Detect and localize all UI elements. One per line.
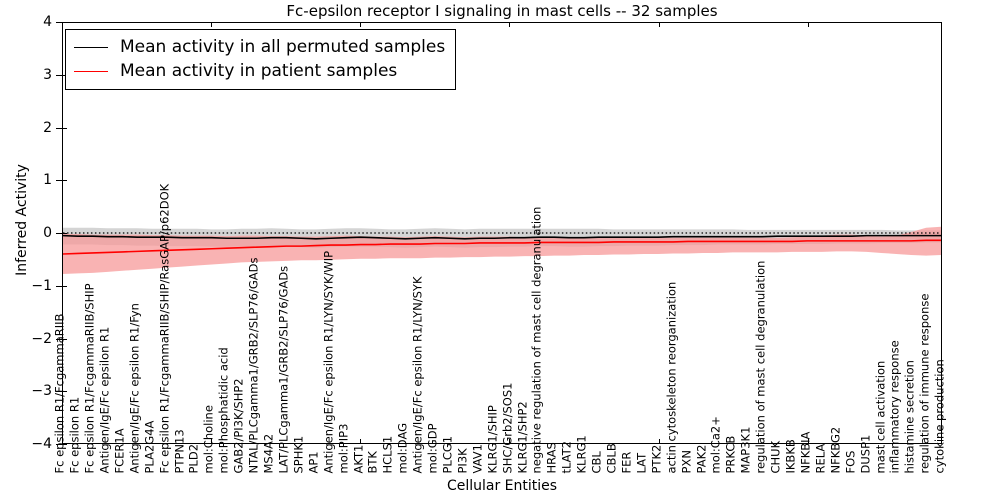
x-tick-label: CBLB xyxy=(604,442,619,473)
x-tick-label: AP1 xyxy=(306,450,321,473)
y-tick-mark xyxy=(56,233,62,234)
x-tick-mark xyxy=(807,22,809,27)
chart-legend: Mean activity in all permuted samples Me… xyxy=(65,29,457,90)
y-tick-mark-inner xyxy=(62,180,67,182)
y-tick-mark xyxy=(56,444,62,445)
y-axis-label: Inferred Activity xyxy=(14,164,30,276)
series-line xyxy=(63,234,941,240)
x-tick-label: VAV1 xyxy=(470,443,485,473)
series-line xyxy=(63,239,941,255)
y-tick-label: 2 xyxy=(43,119,52,136)
x-tick-label: FER xyxy=(619,451,634,473)
legend-label-permuted: Mean activity in all permuted samples xyxy=(120,37,446,57)
y-tick-label: 0 xyxy=(43,225,52,241)
x-tick-mark xyxy=(509,439,511,444)
y-tick-label: −3 xyxy=(31,383,52,400)
y-tick-mark xyxy=(56,127,62,129)
y-tick-mark-inner xyxy=(62,22,67,23)
x-tick-mark xyxy=(509,22,511,27)
x-tick-mark xyxy=(658,439,660,444)
x-tick-mark xyxy=(807,439,809,444)
y-tick-mark-inner xyxy=(62,285,67,287)
y-tick-mark xyxy=(56,22,62,23)
x-tick-label: LAT xyxy=(634,452,649,473)
y-tick-mark xyxy=(56,338,62,340)
legend-swatch-permuted xyxy=(74,46,108,48)
x-tick-mark xyxy=(658,22,660,27)
x-tick-mark xyxy=(62,439,63,444)
x-tick-label: PI3K xyxy=(455,447,470,473)
x-tick-label: BTK xyxy=(365,450,380,473)
legend-swatch-patient xyxy=(74,70,108,72)
y-tick-mark-inner xyxy=(62,74,67,76)
y-tick-label: −4 xyxy=(31,436,52,452)
y-tick-label: −1 xyxy=(31,277,52,294)
y-tick-mark xyxy=(56,74,62,76)
y-tick-label: 4 xyxy=(43,14,52,30)
plot-svg xyxy=(63,226,941,274)
x-tick-mark xyxy=(211,22,213,27)
chart-title: Fc-epsilon receptor I signaling in mast … xyxy=(286,2,718,20)
x-tick-label: PLD2 xyxy=(186,443,201,473)
x-axis-label: Cellular Entities xyxy=(446,478,558,494)
y-tick-mark-inner xyxy=(62,391,67,393)
y-tick-mark xyxy=(56,180,62,182)
legend-label-patient: Mean activity in patient samples xyxy=(120,61,398,81)
x-tick-mark xyxy=(62,22,63,27)
y-tick-mark xyxy=(56,391,62,393)
y-tick-label: −2 xyxy=(31,330,52,347)
x-tick-label: CBL xyxy=(589,450,604,473)
y-tick-label: 1 xyxy=(43,172,52,189)
legend-item: Mean activity in patient samples xyxy=(74,59,445,83)
x-tick-label: HRAS xyxy=(544,441,559,473)
y-tick-mark-inner xyxy=(62,233,67,234)
legend-item: Mean activity in all permuted samples xyxy=(74,35,445,59)
x-tick-mark xyxy=(211,439,213,444)
y-tick-mark-inner xyxy=(62,444,67,445)
x-tick-label: PXN xyxy=(679,449,694,473)
x-tick-label: RELA xyxy=(813,443,828,473)
x-tick-label: tLAT2 xyxy=(559,440,574,474)
confidence-bands xyxy=(63,226,941,274)
x-tick-label: CHUK xyxy=(768,440,783,473)
y-tick-label: 3 xyxy=(43,66,52,83)
plot-area xyxy=(62,22,942,444)
y-tick-mark-inner xyxy=(62,338,67,340)
x-tick-label: AKT1 xyxy=(351,444,365,473)
series-lines xyxy=(63,234,941,255)
x-tick-label: PAK2 xyxy=(694,444,709,473)
y-tick-mark xyxy=(56,285,62,287)
x-tick-label: FOS xyxy=(843,450,858,473)
x-tick-mark xyxy=(360,22,362,27)
y-tick-mark-inner xyxy=(62,127,67,129)
x-tick-mark xyxy=(360,439,362,444)
x-tick-label: PTK2 xyxy=(649,444,664,473)
